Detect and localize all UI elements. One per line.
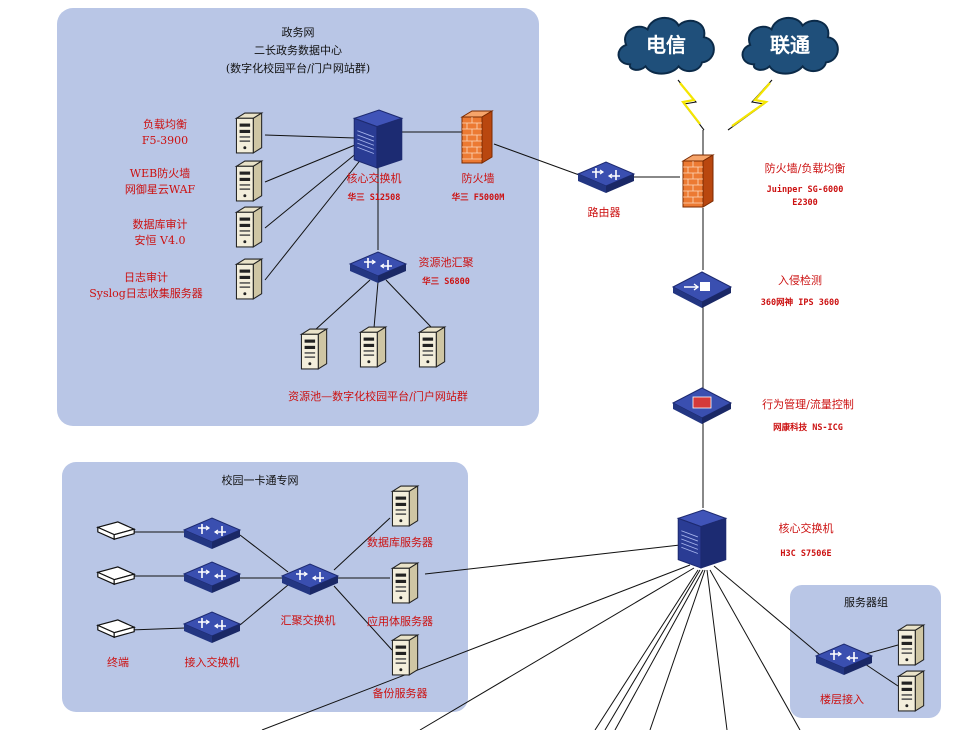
isp-cloud-telecom: 电信 bbox=[617, 16, 715, 75]
router-name: 路由器 bbox=[588, 205, 621, 219]
server-tower-icon bbox=[235, 206, 263, 248]
ips-model: 360网神 IPS 3600 bbox=[761, 297, 839, 308]
server-tower-icon bbox=[300, 328, 328, 370]
server-tower-icon bbox=[235, 112, 263, 154]
rack-switch-icon bbox=[677, 509, 727, 569]
server-tower-icon bbox=[235, 258, 263, 300]
behavior-model: 网康科技 NS-ICG bbox=[773, 422, 843, 433]
core-name: 核心交换机 bbox=[779, 521, 834, 535]
gov-core-name: 核心交换机 bbox=[347, 171, 402, 185]
server-tower-icon bbox=[897, 624, 925, 666]
ips-device bbox=[671, 271, 733, 308]
access-sw-label: 接入交换机 bbox=[185, 655, 240, 669]
gov-core-model: 华三 S12508 bbox=[348, 192, 401, 203]
server-tower-icon bbox=[391, 634, 419, 676]
gov-zone-title: 政务网 bbox=[282, 25, 315, 39]
rack-switch-icon bbox=[353, 109, 403, 169]
campus-zone bbox=[62, 462, 468, 712]
db-server-label: 数据库服务器 bbox=[367, 535, 433, 549]
terminal-label: 终端 bbox=[107, 655, 129, 669]
dbaudit-name: 数据库审计 bbox=[133, 217, 188, 231]
server-tower-icon bbox=[418, 326, 446, 368]
router-icon bbox=[577, 161, 635, 194]
campus-zone-title: 校园一卡通专网 bbox=[222, 473, 299, 487]
logaudit-model: Syslog日志收集服务器 bbox=[89, 286, 203, 300]
gov-fw-name: 防火墙 bbox=[462, 171, 495, 185]
server-group-title: 服务器组 bbox=[844, 595, 888, 609]
svg-text:联通: 联通 bbox=[770, 33, 810, 57]
behavior-device bbox=[671, 387, 733, 424]
connection-lines bbox=[129, 79, 899, 730]
edge-fw-model: Juinper SG-6000 bbox=[767, 184, 844, 195]
floor-access-label: 楼层接入 bbox=[820, 692, 864, 706]
core-model: H3C S7506E bbox=[780, 549, 831, 559]
firewall-icon bbox=[461, 110, 493, 164]
edge-fw-model2: E2300 bbox=[792, 198, 818, 208]
behavior-name: 行为管理/流量控制 bbox=[762, 397, 854, 411]
edge-fw-name: 防火墙/负载均衡 bbox=[765, 161, 846, 175]
pool-agg-model: 华三 S6800 bbox=[422, 276, 470, 287]
server-tower-icon bbox=[391, 485, 419, 527]
app-server-label: 应用体服务器 bbox=[367, 614, 433, 628]
ips-name: 入侵检测 bbox=[778, 273, 822, 287]
waf-name: WEB防火墙 bbox=[130, 166, 190, 180]
waf-model: 网御星云WAF bbox=[125, 182, 196, 196]
gov-zone-subtitle: 二长政务数据中心 bbox=[254, 43, 342, 57]
agg-sw-label: 汇聚交换机 bbox=[281, 613, 336, 627]
lb-name: 负载均衡 bbox=[143, 117, 187, 131]
backup-server-label: 备份服务器 bbox=[373, 686, 428, 700]
lb-model: F5-3900 bbox=[142, 134, 188, 147]
server-tower-icon bbox=[897, 670, 925, 712]
pool-label: 资源池—数字化校园平台/门户网站群 bbox=[288, 389, 468, 403]
dbaudit-model: 安恒 V4.0 bbox=[135, 233, 186, 247]
gov-fw-model: 华三 F5000M bbox=[452, 192, 505, 203]
server-tower-icon bbox=[359, 326, 387, 368]
server-tower-icon bbox=[391, 562, 419, 604]
logaudit-name: 日志审计 bbox=[124, 270, 168, 284]
pool-agg-name: 资源池汇聚 bbox=[419, 255, 474, 269]
svg-text:电信: 电信 bbox=[646, 33, 686, 57]
firewall-icon bbox=[682, 154, 714, 208]
gov-zone bbox=[57, 8, 539, 426]
gov-zone-subtitle2: (数字化校园平台/门户网站群) bbox=[226, 61, 370, 75]
isp-cloud-unicom: 联通 bbox=[741, 16, 839, 75]
server-tower-icon bbox=[235, 160, 263, 202]
